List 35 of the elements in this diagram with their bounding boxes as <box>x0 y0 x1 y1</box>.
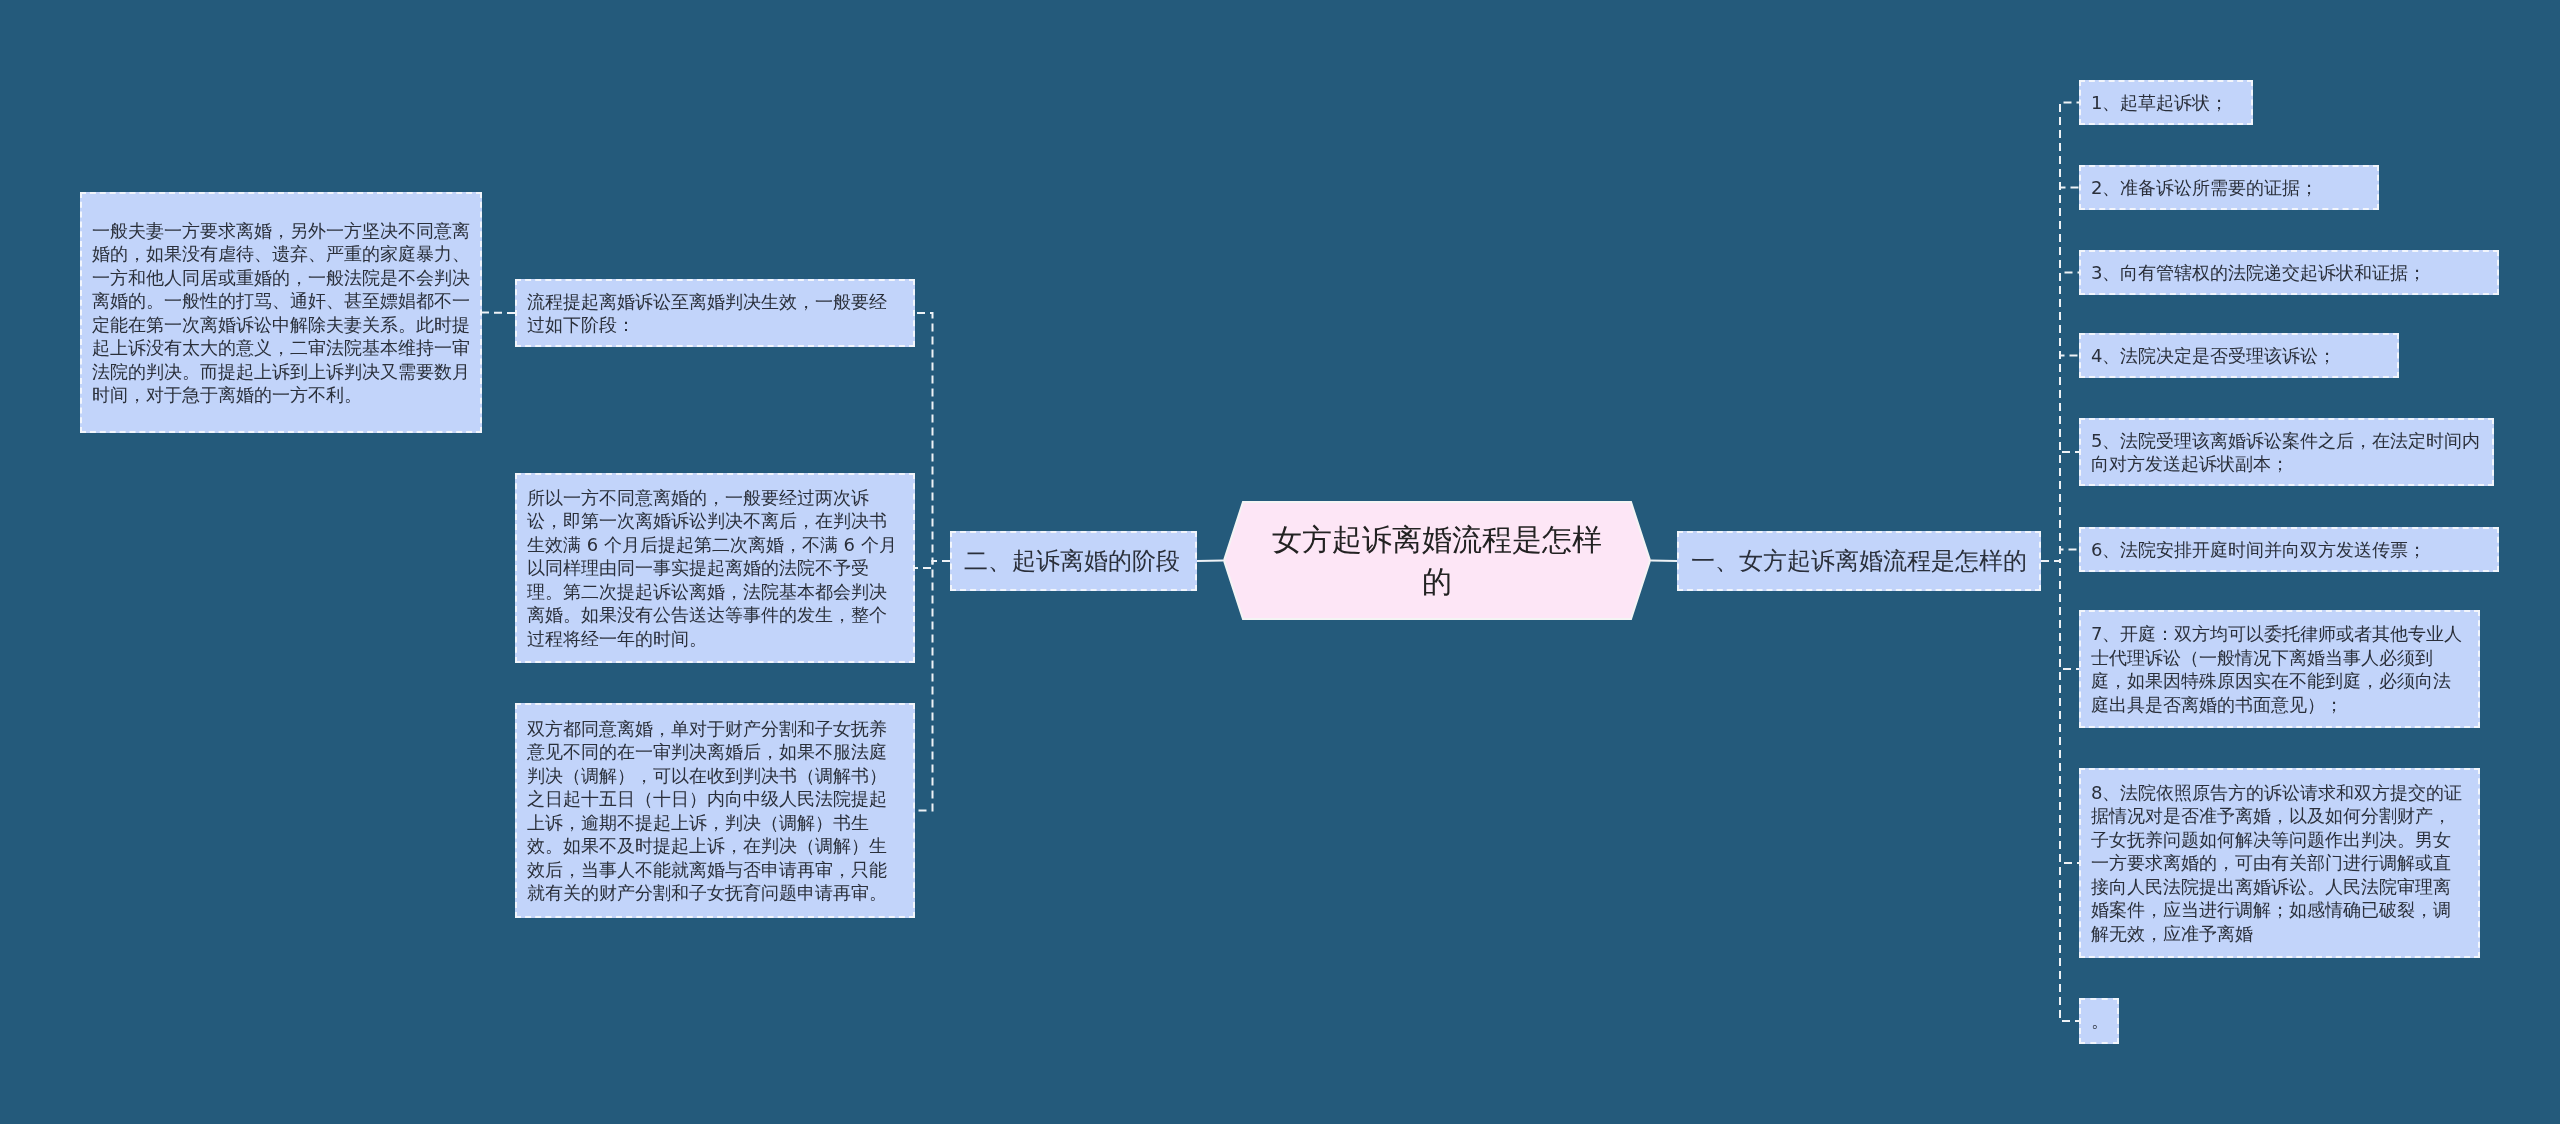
topic-text: 1、起草起诉状； <box>2091 90 2229 115</box>
topic-text: 所以一方不同意离婚的，一般要经过两次诉讼，即第一次离婚诉讼判决不离后，在判决书生效满 6 个月后提起第二次离婚，不满 6 个月以同样理由同一事实提起离婚的法院不予受理。第二次提起诉讼离婚，法院基本都会判决离婚。如果没有公告送达等事件的发生，整个过程将经一年的时间。 <box>527 485 898 651</box>
topic-box <box>80 192 482 433</box>
topic-box <box>2079 250 2499 295</box>
topic-text: 二、起诉离婚的阶段 <box>964 546 1180 576</box>
topic-box <box>2079 527 2499 572</box>
topic-text: 8、法院依照原告方的诉讼请求和双方提交的证据情况对是否准予离婚，以及如何分割财产，子女抚养问题如何解决等问题作出判决。男女一方要求离婚的，可由有关部门进行调解或直接向人民法院提出离婚诉讼。人民法院审理离婚案件，应当进行调解；如感情确已破裂，调解无效，应准予离婚 <box>2091 780 2464 946</box>
topic-box <box>2079 333 2399 378</box>
branch-box <box>1677 531 2041 591</box>
topic-hexagon <box>1223 501 1651 620</box>
topic-box <box>2079 418 2494 486</box>
topic-box <box>2079 610 2480 728</box>
topic-text: 2、准备诉讼所需要的证据； <box>2091 175 2319 200</box>
topic-text: 双方都同意离婚，单对于财产分割和子女抚养意见不同的在一审判决离婚后，如果不服法庭判决（调解），可以在收到判决书（调解书）之日起十五日（十日）内向中级人民法院提起上诉，逾期不提起上诉，判决（调解）书生效。如果不及时提起上诉，在判决（调解）生效后，当事人不能就离婚与否申请再审，只能就有关的财产分割和子女抚育问题申请再审。 <box>527 716 888 905</box>
topic-text: 3、向有管辖权的法院递交起诉状和证据； <box>2091 260 2427 285</box>
topic-text: 一般夫妻一方要求离婚，另外一方坚决不同意离婚的，如果没有虐待、遗弃、严重的家庭暴力、一方和他人同居或重婚的，一般法院是不会判决离婚的。一般性的打骂、通奸、甚至嫖娼都不一定能在第一次离婚诉讼中解除夫妻关系。此时提起上诉没有太大的意义，二审法院基本维持一审法院的判决。而提起上诉到上诉判决又需要数月时间，对于急于离婚的一方不利。 <box>92 218 470 407</box>
dashed-connector <box>481 311 516 314</box>
topic-box <box>2079 998 2119 1044</box>
topic-box <box>2079 80 2253 125</box>
topic-text: 6、法院安排开庭时间并向双方发送传票； <box>2091 537 2427 562</box>
topic-text: 。 <box>2091 1009 2109 1033</box>
topic-text: 女方起诉离婚流程是怎样的 <box>1271 520 1603 601</box>
topic-text: 4、法院决定是否受理该诉讼； <box>2091 343 2337 368</box>
topic-box <box>515 473 915 663</box>
topic-box <box>2079 768 2480 958</box>
connector-line <box>1196 559 1224 562</box>
topic-text: 一、女方起诉离婚流程是怎样的 <box>1691 546 2027 576</box>
topic-text: 5、法院受理该离婚诉讼案件之后，在法定时间内向对方发送起诉状副本； <box>2091 428 2482 476</box>
topic-text: 流程提起离婚诉讼至离婚判决生效，一般要经过如下阶段： <box>527 289 888 337</box>
connector-line <box>1650 559 1678 562</box>
topic-box <box>2079 165 2379 210</box>
topic-text: 7、开庭：双方均可以委托律师或者其他专业人士代理诉讼（一般情况下离婚当事人必须到庭，如果因特殊原因实在不能到庭，必须向法庭出具是否离婚的书面意见）； <box>2091 622 2464 716</box>
topic-box <box>515 279 915 347</box>
topic-box <box>515 703 915 918</box>
branch-box <box>950 531 1197 591</box>
